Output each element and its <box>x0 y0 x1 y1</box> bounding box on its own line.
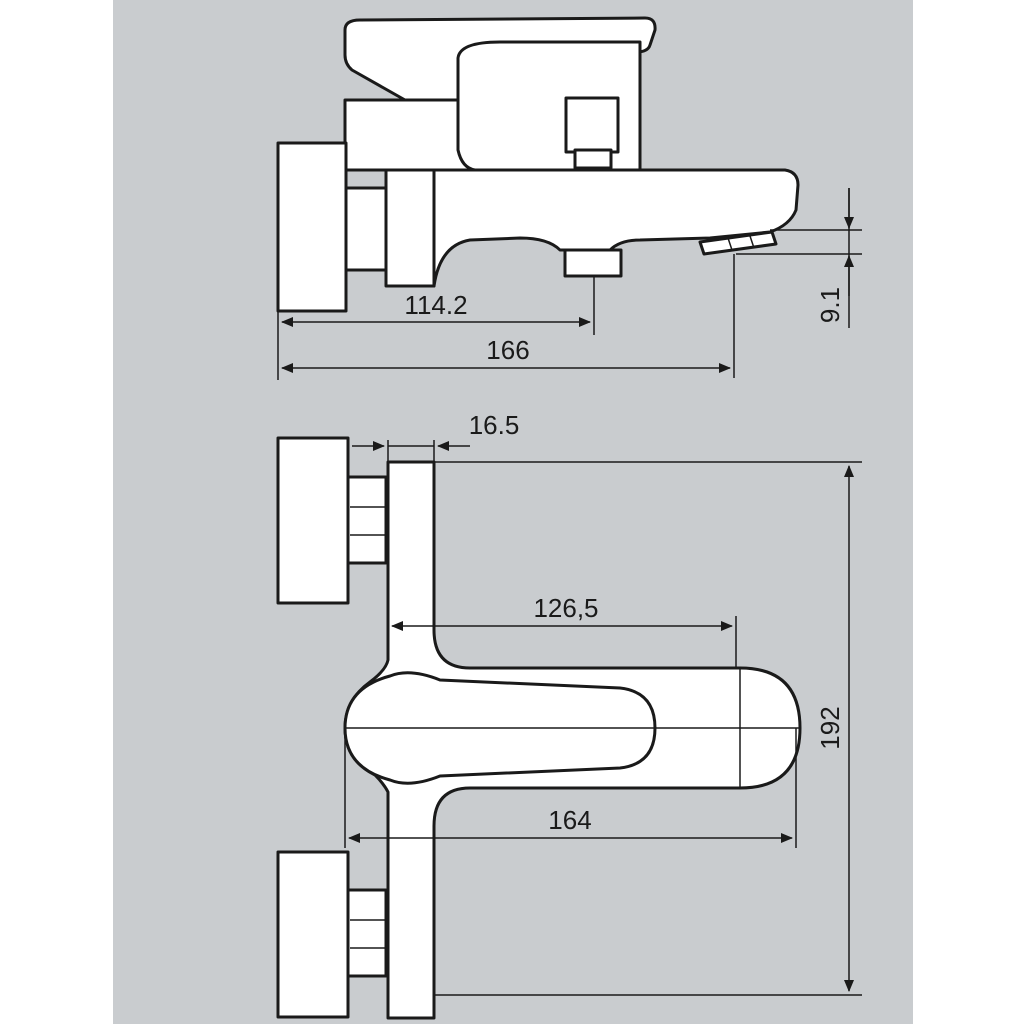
diverter-stem <box>573 148 613 170</box>
connection-nut <box>344 186 388 272</box>
body-block <box>384 168 436 288</box>
upper-nut <box>346 475 388 565</box>
diverter-knob <box>564 96 620 154</box>
lower-nut <box>346 888 388 978</box>
dim-label-164: 164 <box>548 805 591 835</box>
valve-body <box>343 98 477 172</box>
dim-label-192: 192 <box>815 706 845 749</box>
dim-label-16-5: 16.5 <box>469 410 520 440</box>
top-view: 16.5 126,5 164 192 <box>276 410 862 1020</box>
lower-flange <box>276 850 350 1019</box>
spout-body <box>432 168 800 288</box>
side-view: 114.2 166 9.1 <box>276 16 862 380</box>
aerator-slots <box>727 235 755 251</box>
dim-label-126-5: 126,5 <box>533 593 598 623</box>
wall-flange <box>276 141 348 313</box>
dim-label-166: 166 <box>486 335 529 365</box>
dim-label-114: 114.2 <box>404 290 467 320</box>
dim-label-9-1: 9.1 <box>815 287 845 323</box>
hose-outlet <box>563 248 623 278</box>
lever-handle <box>343 16 657 102</box>
aerator <box>698 230 778 256</box>
upper-flange <box>276 436 350 605</box>
